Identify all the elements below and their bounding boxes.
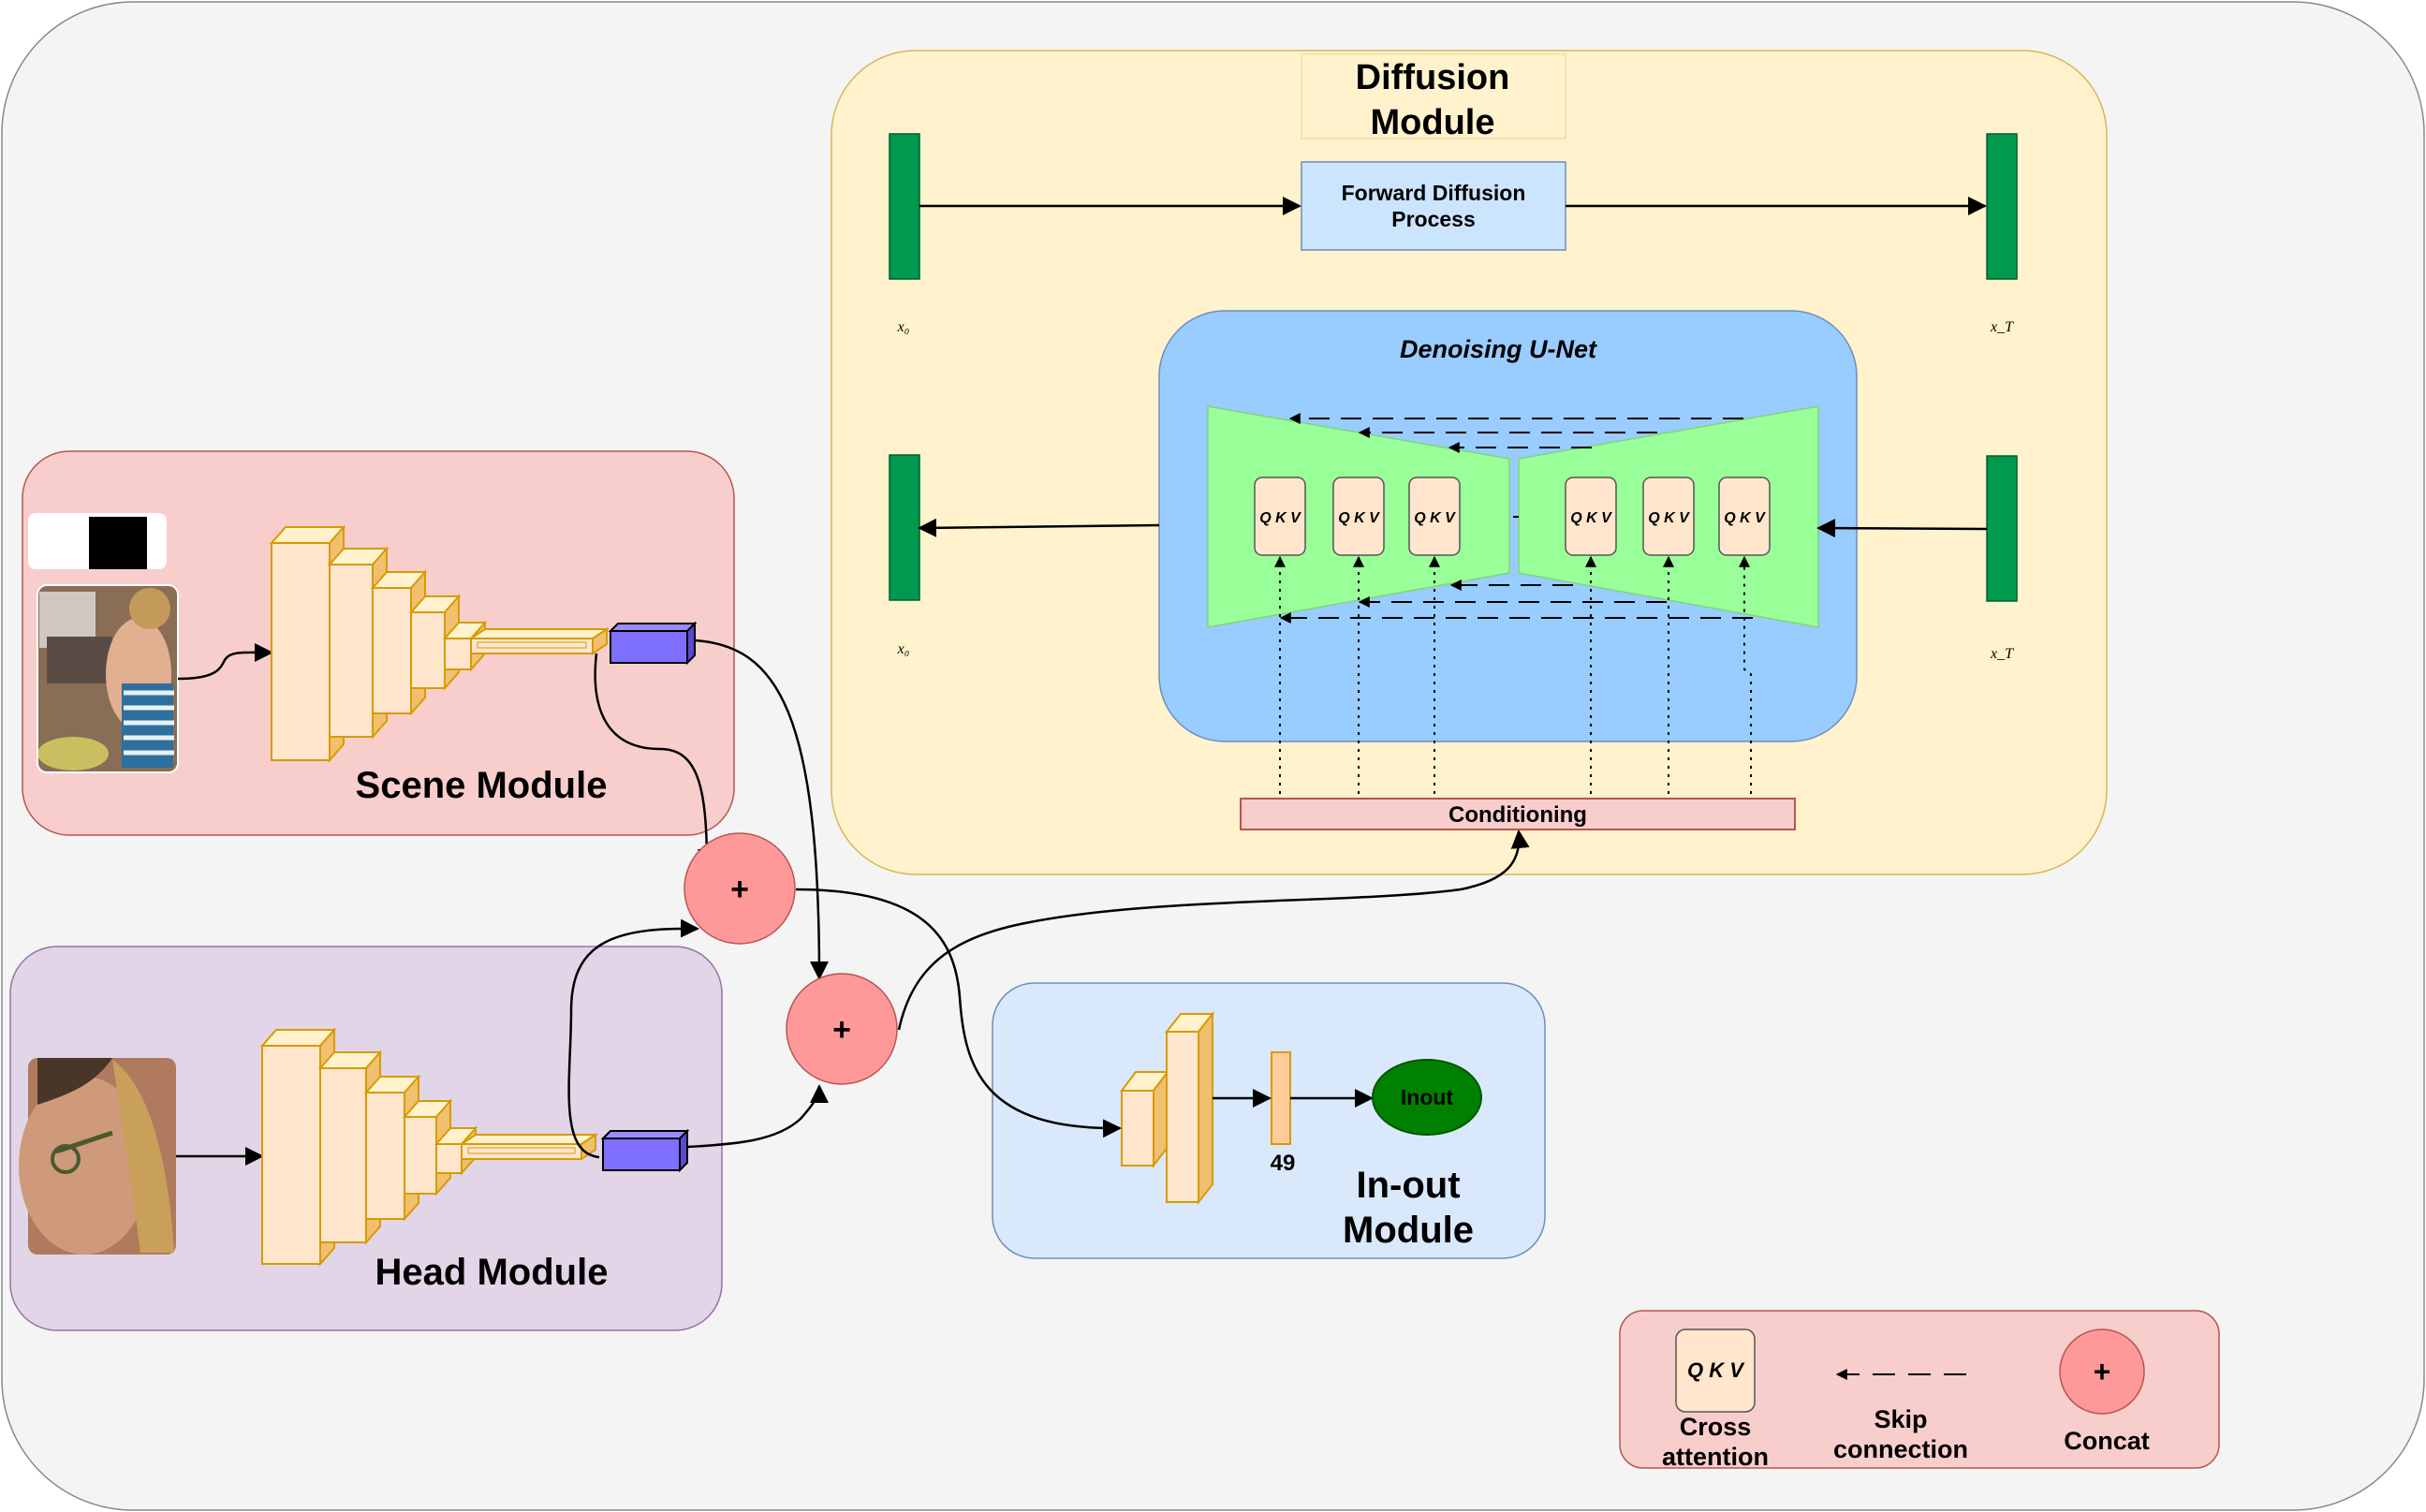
xT-label-top: x_T [1990, 319, 2014, 335]
latent-xT-bottom [1986, 455, 2018, 602]
qkv-block-4 [1565, 477, 1617, 556]
legend-concat-node [2059, 1329, 2145, 1415]
head-module-title: Head Module [375, 1252, 609, 1293]
qkv-label-3: Q K V [1414, 510, 1456, 526]
qkv-label-1: Q K V [1259, 510, 1301, 526]
legend-concat-symbol: + [2094, 1355, 2111, 1388]
qkv-block-1 [1254, 477, 1306, 556]
x0-label-bottom: x₀ [897, 641, 910, 657]
diffusion-module-title-2: Module [1371, 103, 1495, 142]
legend-concat-label: Concat [2064, 1427, 2150, 1455]
arrow-unet-to-x0 [918, 518, 1160, 537]
inout-module-title-1: In-out [1356, 1165, 1460, 1206]
xT-label-bottom: x_T [1990, 646, 2014, 662]
unet-title: Denoising U-Net [1400, 335, 1597, 363]
diffusion-module: Diffusion Module Forward Diffusion Proce… [831, 50, 2108, 875]
qkv-label-2: Q K V [1338, 510, 1380, 526]
unet-skip-connections [1279, 413, 1753, 624]
scene-image [37, 584, 179, 773]
qkv-label-4: Q K V [1570, 510, 1612, 526]
concat-node-1-symbol: + [730, 872, 749, 907]
legend-qkv-block [1675, 1329, 1756, 1413]
conn-concat2-to-conditioning [897, 829, 1530, 1031]
inout-module-box [992, 982, 1546, 1259]
inout-module: 49 Inout In-out Module [992, 982, 1546, 1259]
qkv-block-6 [1718, 477, 1771, 556]
latent-x0-bottom [889, 454, 920, 601]
qkv-label-6: Q K V [1724, 510, 1766, 526]
concat-node-2-symbol: + [832, 1012, 851, 1048]
x0-label-top: x₀ [897, 319, 910, 335]
concat-node-1: + [684, 832, 796, 945]
scene-mask-icon [89, 517, 147, 569]
conditioning-label: Conditioning [1448, 802, 1587, 828]
scene-cnn [269, 524, 610, 763]
head-cnn [259, 1027, 599, 1267]
head-image [19, 1058, 176, 1255]
inout-output-node [1372, 1059, 1482, 1136]
conn-head-to-concat1 [567, 918, 699, 1159]
legend-skip-1: Skip [1874, 1405, 1927, 1433]
legend: Q K V Cross attention Skip connection + … [1619, 1310, 2220, 1471]
arrow-xT-to-unet [1816, 519, 1988, 538]
qkv-label-5: Q K V [1648, 510, 1690, 526]
conn-scene-to-concat1 [594, 653, 716, 868]
unet-qkv-blocks: Q K V Q K V Q K V Q K V Q K V Q K V [1254, 477, 1771, 556]
forward-diffusion-box [1301, 161, 1566, 251]
cond-arrow-6 [1739, 555, 1752, 794]
conn-headfeat-to-concat2 [686, 1084, 829, 1149]
legend-cross-attention-2: attention [1662, 1443, 1769, 1471]
conn-scenefeat-to-concat2 [694, 639, 829, 980]
scene-feature-vector [608, 621, 698, 666]
forward-diffusion-label-2: Process [1391, 207, 1476, 231]
connections [567, 639, 1530, 1159]
latent-xT-top [1986, 133, 2018, 280]
inout-feature-size: 49 [1271, 1151, 1296, 1176]
scene-module: Scene Module [22, 450, 735, 836]
diffusion-title-frame [1301, 53, 1566, 139]
scene-module-title: Scene Module [356, 765, 608, 806]
legend-qkv-text: Q K V [1687, 1358, 1745, 1382]
inout-output-label: Inout [1401, 1085, 1454, 1109]
inout-cnn [1120, 1011, 1215, 1205]
qkv-block-2 [1332, 477, 1385, 556]
forward-diffusion-label-1: Forward Diffusion [1342, 181, 1526, 205]
latent-x0-top [889, 133, 920, 280]
qkv-block-5 [1642, 477, 1695, 556]
legend-cross-attention-1: Cross [1680, 1413, 1752, 1441]
conn-concat1-to-inout [795, 888, 1122, 1138]
conditioning-arrows [1274, 555, 1752, 794]
inout-module-title-2: Module [1343, 1210, 1474, 1251]
concat-node-2: + [786, 973, 898, 1085]
head-feature-vector [600, 1128, 690, 1173]
inout-feature-bar [1271, 1051, 1291, 1145]
qkv-block-3 [1408, 477, 1461, 556]
legend-skip-2: connection [1833, 1435, 1968, 1463]
denoising-unet: Denoising U-Net Q K V Q K V Q K V [1158, 310, 1858, 794]
arrow-scene-image-to-cnn [177, 642, 273, 681]
head-module: Head Module [9, 946, 723, 1331]
diffusion-module-title-1: Diffusion [1356, 58, 1510, 97]
conditioning-box [1240, 798, 1796, 830]
